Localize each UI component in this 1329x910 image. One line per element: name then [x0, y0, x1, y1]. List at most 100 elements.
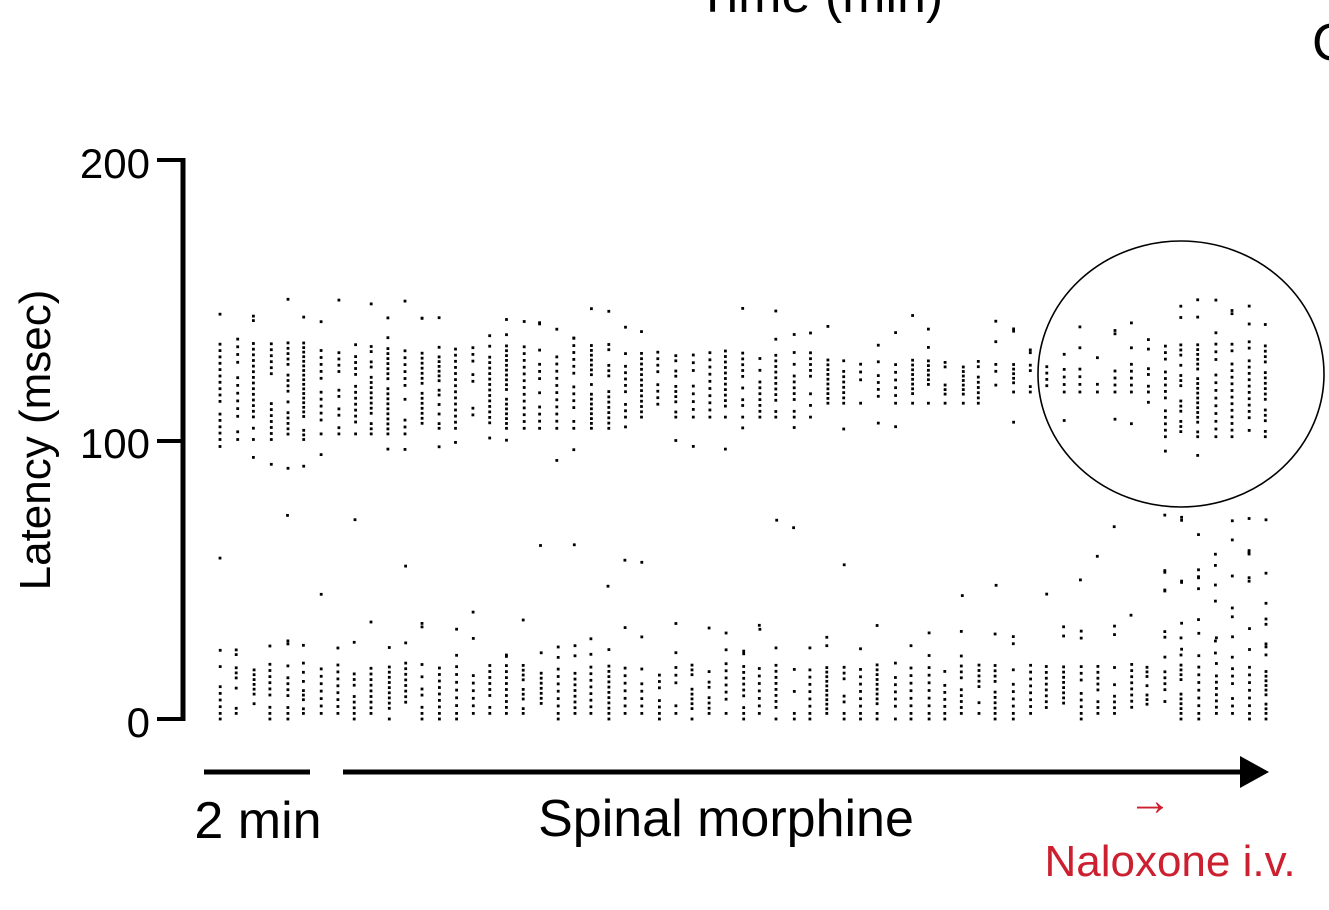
spike-dot-808 — [352, 706, 356, 710]
spike-dot-866 — [455, 696, 458, 700]
spike-dot-1132 — [959, 706, 963, 709]
spike-dot-689 — [1214, 342, 1218, 346]
spike-dot-402 — [691, 415, 695, 419]
spike-dot-522 — [894, 370, 897, 374]
spike-dot-1345 — [1214, 639, 1217, 643]
spike-dot-1313 — [775, 518, 779, 522]
spike-dot-462 — [774, 365, 778, 368]
spike-dot-1164 — [1011, 668, 1015, 672]
spike-dot-33 — [252, 404, 255, 407]
spike-dot-1127 — [943, 691, 947, 694]
spike-dot-142 — [369, 406, 373, 410]
spike-dot-921 — [556, 689, 560, 693]
spike-dot-629 — [1164, 428, 1167, 432]
spike-dot-240 — [488, 416, 492, 419]
spike-dot-1323 — [1163, 569, 1167, 572]
spike-dot-448 — [758, 398, 762, 401]
spike-dot-583 — [1028, 369, 1032, 372]
spike-dot-43 — [252, 347, 255, 351]
spike-dot-636 — [1164, 377, 1167, 380]
spike-dot-249 — [488, 366, 492, 370]
spike-dot-904 — [521, 688, 525, 691]
spike-dot-864 — [455, 712, 458, 715]
spike-dot-502 — [842, 380, 846, 384]
spike-dot-381 — [640, 352, 643, 355]
spike-dot-1000 — [707, 701, 711, 705]
spike-dot-1269 — [1215, 680, 1218, 684]
spike-dot-1024 — [742, 652, 746, 656]
spike-dot-732 — [1263, 376, 1267, 380]
spike-dot-28 — [236, 337, 240, 341]
spike-dot-110 — [319, 356, 323, 359]
spike-dot-178 — [403, 384, 407, 387]
spike-dot-952 — [607, 691, 611, 694]
spike-dot-1137 — [959, 670, 963, 674]
spike-dot-535 — [911, 314, 914, 317]
spike-dot-136 — [354, 355, 357, 358]
spike-dot-631 — [1164, 415, 1167, 419]
spike-dot-410 — [691, 445, 695, 448]
spike-dot-749 — [234, 686, 238, 690]
spike-dot-352 — [607, 374, 611, 378]
spike-dot-10 — [218, 368, 222, 371]
spike-dot-500 — [842, 391, 846, 394]
spike-dot-375 — [640, 383, 643, 387]
spike-dot-328 — [590, 422, 593, 425]
spike-dot-547 — [943, 388, 947, 391]
spike-dot-1102 — [894, 676, 897, 679]
spike-dot-1241 — [1163, 655, 1167, 659]
spike-dot-1246 — [1179, 692, 1183, 696]
spike-dot-1120 — [927, 666, 931, 669]
spike-dot-1290 — [1264, 712, 1268, 715]
spike-dot-201 — [420, 316, 424, 320]
spike-dot-635 — [1164, 383, 1167, 387]
spike-dot-446 — [758, 409, 762, 413]
spike-dot-762 — [268, 712, 272, 715]
spike-dot-27 — [236, 345, 240, 349]
spike-dot-276 — [522, 420, 526, 423]
spike-dot-709 — [1247, 416, 1251, 420]
spike-dot-1094 — [875, 668, 879, 672]
spike-dot-82 — [302, 415, 306, 418]
spike-dot-1073 — [842, 677, 846, 681]
spike-dot-19 — [236, 414, 240, 418]
spike-dot-1271 — [1215, 662, 1218, 665]
spike-dot-378 — [640, 367, 643, 371]
spike-dot-799 — [336, 705, 340, 708]
spike-dot-1223 — [1130, 687, 1134, 691]
spike-dot-834 — [387, 665, 391, 669]
spike-dot-612 — [1113, 417, 1117, 421]
spike-dot-3 — [218, 419, 222, 422]
spike-dot-162 — [386, 392, 390, 396]
spike-dot-477 — [792, 426, 796, 429]
spike-dot-752 — [234, 666, 238, 670]
spike-dot-450 — [758, 386, 762, 390]
spike-dot-858 — [438, 692, 441, 696]
spike-dot-1062 — [825, 689, 829, 692]
spike-dot-991 — [690, 697, 694, 701]
spike-dot-528 — [911, 387, 914, 391]
spike-dot-556 — [961, 374, 965, 378]
spike-dot-60 — [269, 342, 273, 346]
spike-dot-941 — [589, 692, 593, 695]
spike-dot-819 — [369, 695, 373, 698]
spike-dot-259 — [505, 407, 508, 411]
spike-dot-1180 — [1044, 682, 1048, 686]
spike-dot-529 — [911, 382, 914, 386]
spike-dot-969 — [640, 704, 644, 708]
spike-dot-835 — [387, 646, 391, 649]
spike-dot-443 — [741, 307, 745, 310]
spike-dot-179 — [403, 377, 407, 380]
spike-dot-551 — [961, 401, 965, 405]
spike-dot-106 — [319, 390, 323, 394]
spike-dot-773 — [286, 706, 290, 709]
spike-dot-938 — [589, 712, 593, 715]
spike-dot-731 — [1263, 381, 1267, 385]
spike-dot-447 — [758, 404, 762, 407]
spike-dot-1247 — [1179, 678, 1183, 681]
spike-dot-135 — [354, 361, 357, 364]
spike-dot-557 — [961, 370, 965, 373]
spike-dot-965 — [623, 674, 627, 678]
spike-dot-173 — [386, 447, 390, 451]
spike-dot-1047 — [792, 717, 796, 721]
